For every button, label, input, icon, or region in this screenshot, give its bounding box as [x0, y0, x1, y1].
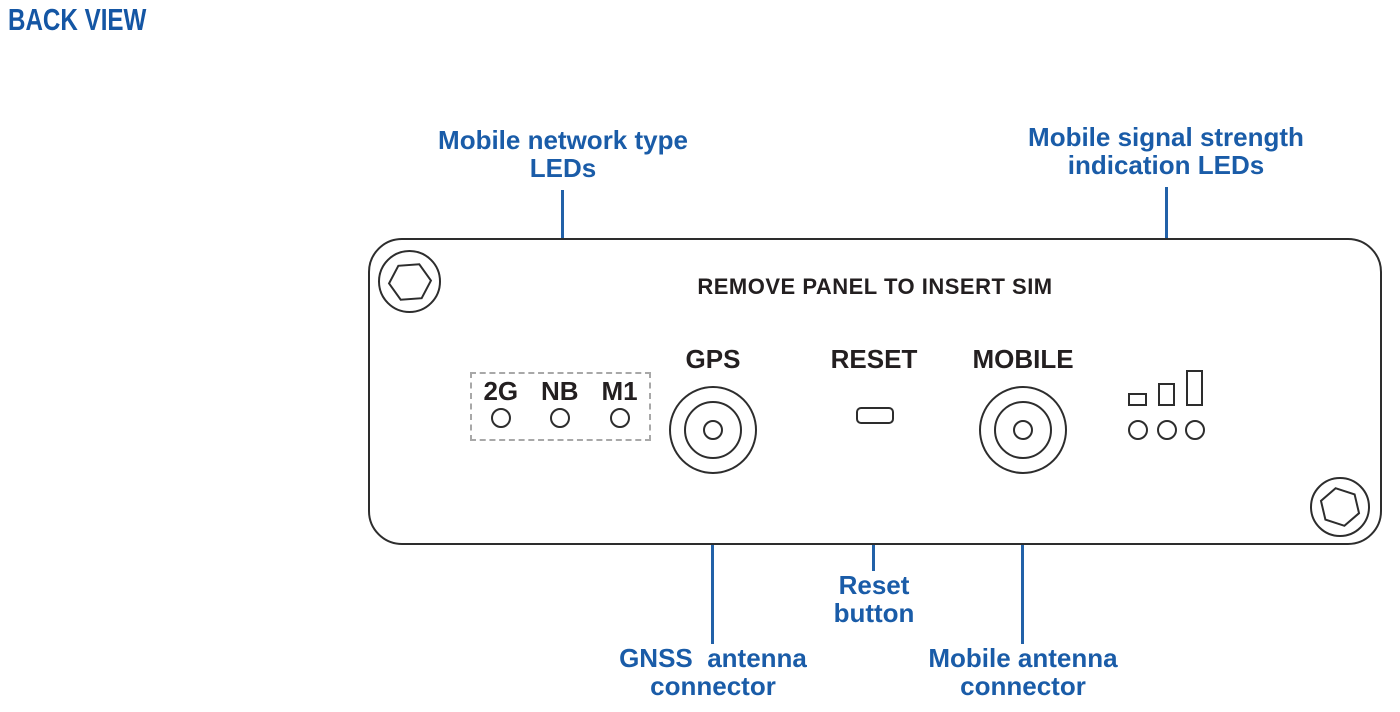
- callout-label-network-leds-line1: Mobile network type: [438, 125, 688, 155]
- signal-bar-large: [1186, 370, 1203, 406]
- led-label-nb: NB: [541, 376, 579, 406]
- connector-outer-ring: [669, 386, 757, 474]
- gps-label: GPS: [685, 344, 741, 374]
- signal-bar-small: [1128, 393, 1147, 406]
- callout-label-gnss-connector: GNSS antenna connector: [563, 644, 863, 700]
- callout-label-reset-line1: Reset: [838, 570, 910, 600]
- callout-label-mobile-connector: Mobile antenna connector: [873, 644, 1173, 700]
- callout-line-gnss-connector: [711, 474, 714, 644]
- connector-middle-ring: [684, 401, 742, 459]
- sim-notice-text: REMOVE PANEL TO INSERT SIM: [697, 274, 1053, 299]
- callout-label-mobile-ant-line1: Mobile antenna: [928, 643, 1118, 673]
- hexagon-icon: [1319, 487, 1361, 527]
- callout-line-mobile-connector: [1021, 474, 1024, 644]
- callout-label-network-leds-line2: LEDs: [529, 153, 597, 183]
- callout-label-reset-line2: button: [833, 598, 915, 628]
- signal-led-circle-3: [1185, 420, 1205, 440]
- gps-connector-icon: [669, 386, 757, 474]
- callout-label-signal-leds: Mobile signal strength indication LEDs: [1016, 123, 1316, 179]
- device-back-panel: [368, 238, 1382, 545]
- signal-bar-medium: [1158, 383, 1175, 406]
- connector-middle-ring: [994, 401, 1052, 459]
- mobile-connector-icon: [979, 386, 1067, 474]
- callout-label-gnss-line2: connector: [650, 671, 776, 701]
- led-circle-2g: [490, 408, 511, 428]
- screw-top-left-icon: [378, 250, 441, 313]
- callout-label-gnss-line1: GNSS antenna: [619, 643, 807, 673]
- led-nb: NB: [541, 377, 579, 428]
- led-circle-m1: [609, 408, 630, 428]
- led-label-2g: 2G: [483, 376, 519, 406]
- hexagon-icon: [387, 262, 432, 301]
- led-label-m1: M1: [601, 376, 638, 406]
- signal-led-circle-2: [1157, 420, 1177, 440]
- led-m1: M1: [601, 376, 638, 428]
- callout-label-signal-leds-line2: indication LEDs: [1067, 150, 1265, 180]
- reset-button-slot-icon: [856, 407, 894, 424]
- screw-bottom-right-icon: [1310, 477, 1370, 537]
- reset-label: RESET: [830, 344, 918, 374]
- connector-outer-ring: [979, 386, 1067, 474]
- callout-label-signal-leds-line1: Mobile signal strength: [1028, 122, 1304, 152]
- connector-center-pin: [1013, 420, 1033, 440]
- connector-center-pin: [703, 420, 723, 440]
- page-title: BACK VIEW: [8, 2, 147, 37]
- led-2g: 2G: [483, 377, 518, 428]
- network-led-box: 2G NB M1: [470, 372, 651, 441]
- callout-label-mobile-ant-line2: connector: [960, 671, 1086, 701]
- callout-label-reset-button: Reset button: [774, 571, 974, 627]
- callout-label-network-leds: Mobile network type LEDs: [413, 126, 713, 182]
- signal-led-circle-1: [1128, 420, 1148, 440]
- led-circle-nb: [549, 408, 570, 428]
- mobile-label: MOBILE: [972, 344, 1074, 374]
